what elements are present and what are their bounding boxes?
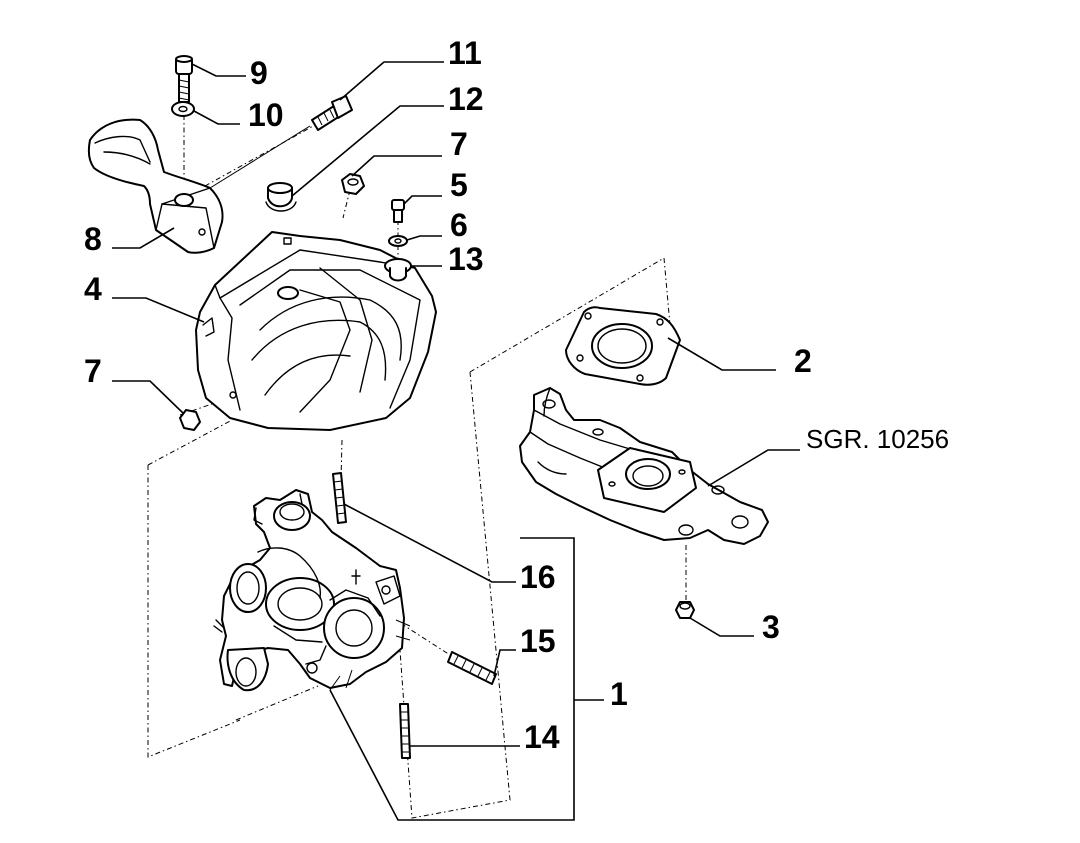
screw-part-5 [391,199,405,223]
manifold-reference-label: SGR. 10256 [806,424,949,454]
callout-4: 4 [84,271,102,307]
callout-12: 12 [448,81,484,117]
stud-part-15 [447,651,497,685]
heat-shield-bracket-part-8 [87,118,224,254]
callout-3: 3 [762,609,780,645]
nut-part-7-top [341,173,365,195]
callout-7-top: 7 [450,126,468,162]
nut-part-7-left [179,409,201,431]
callout-labels: 9 10 11 12 7 5 6 13 8 4 7 2 SGR. 10256 3… [84,35,949,755]
callout-15: 15 [520,623,556,659]
callout-10: 10 [248,97,284,133]
spacer-part-13 [384,258,412,282]
gasket-part-2 [565,306,681,386]
washer-part-6 [388,235,408,247]
callout-2: 2 [794,343,812,379]
callout-14: 14 [524,719,560,755]
callout-1: 1 [610,676,628,712]
turbo-heat-shield-part-4 [195,231,437,431]
exhaust-manifold [519,387,769,545]
stud-part-16 [332,472,347,524]
stud-part-14 [399,703,411,759]
bolt-part-11 [311,95,353,131]
callout-9: 9 [250,55,268,91]
leader-lines [112,61,800,821]
callout-11: 11 [448,35,482,71]
callout-16: 16 [520,559,556,595]
callout-6: 6 [450,207,468,243]
washer-part-10 [171,101,195,117]
screw-part-9 [175,55,193,103]
callout-7-left: 7 [84,353,102,389]
callout-13: 13 [448,241,484,277]
callout-8: 8 [84,221,102,257]
nut-part-3 [675,601,695,619]
callout-5: 5 [450,167,468,203]
grommet-part-12 [265,182,297,212]
turbocharger-part-1 [213,489,411,692]
